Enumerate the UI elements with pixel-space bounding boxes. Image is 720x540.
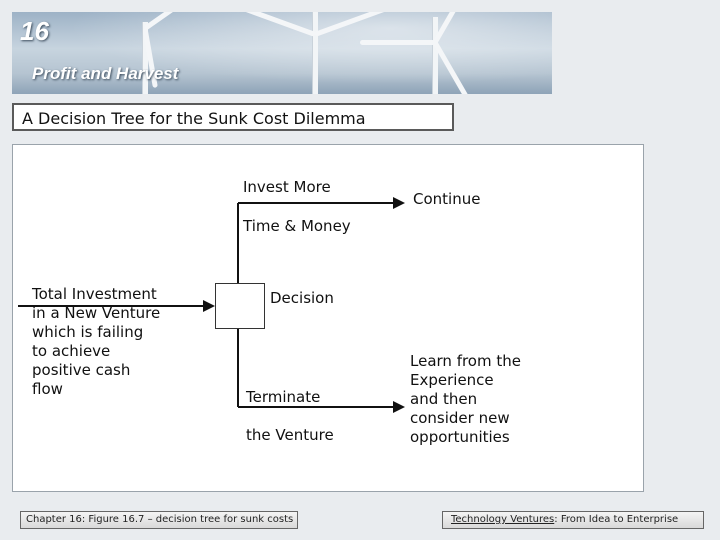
figure-caption: Chapter 16: Figure 16.7 – decision tree …	[20, 511, 298, 529]
book-credit: Technology Ventures: From Idea to Enterp…	[442, 511, 704, 529]
start-line: Total Investment	[32, 285, 160, 304]
book-subtitle: : From Idea to Enterprise	[554, 514, 678, 525]
lower-branch-label: Terminate	[246, 388, 320, 407]
book-title-link[interactable]: Technology Ventures	[451, 514, 554, 525]
lower-branch-sublabel: the Venture	[246, 426, 334, 445]
start-line: positive cash	[32, 361, 160, 380]
decision-node	[215, 283, 265, 329]
lower-outcome-line: opportunities	[410, 428, 521, 447]
start-line: to achieve	[32, 342, 160, 361]
lower-outcome: Learn from the Experience and then consi…	[410, 352, 521, 447]
decision-label: Decision	[270, 289, 334, 308]
start-description: Total Investment in a New Venture which …	[32, 285, 160, 399]
upper-branch-sublabel: Time & Money	[243, 217, 351, 236]
start-line: which is failing	[32, 323, 160, 342]
lower-outcome-line: consider new	[410, 409, 521, 428]
upper-branch-label: Invest More	[243, 178, 331, 197]
lower-outcome-line: and then	[410, 390, 521, 409]
upper-outcome: Continue	[413, 190, 480, 209]
start-line: flow	[32, 380, 160, 399]
lower-outcome-line: Experience	[410, 371, 521, 390]
lower-outcome-line: Learn from the	[410, 352, 521, 371]
start-line: in a New Venture	[32, 304, 160, 323]
